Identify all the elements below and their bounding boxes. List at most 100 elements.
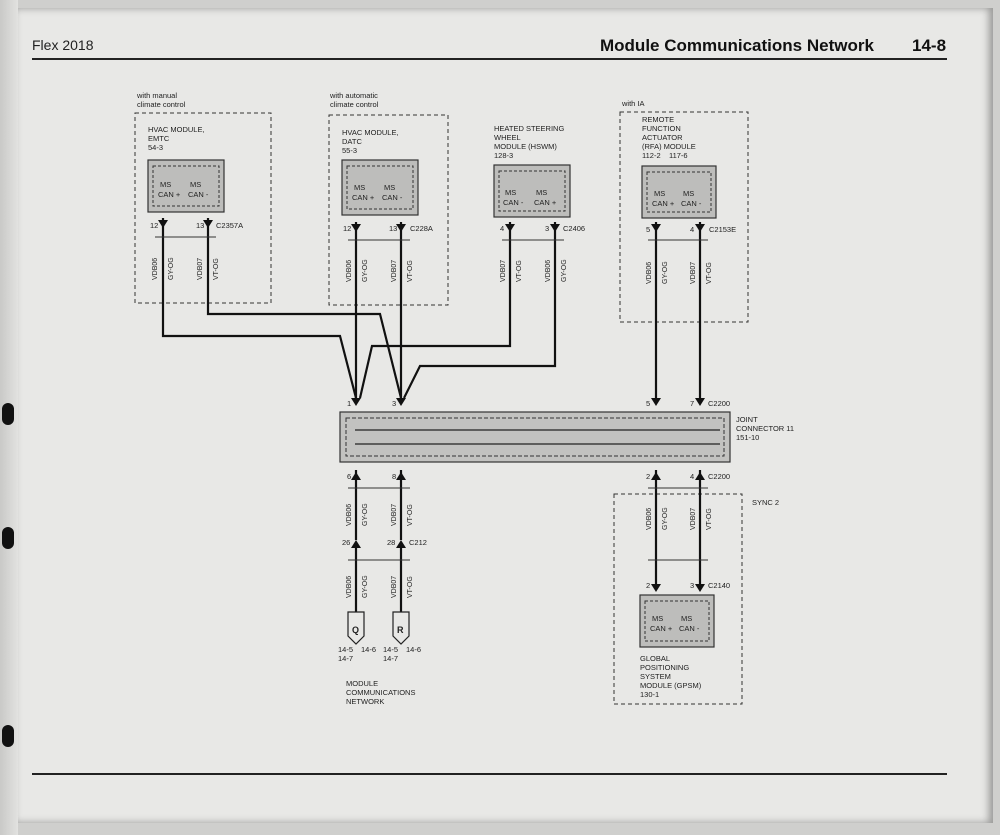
- wire-label: VDB06: [346, 576, 353, 598]
- rfa-module-box: [641, 165, 717, 219]
- vehicle-model: Flex 2018: [32, 37, 94, 53]
- ref-r-label: R: [397, 625, 404, 635]
- wire-label: VT-OG: [407, 260, 414, 282]
- emtc-connector-id: C2357A: [216, 221, 243, 230]
- wire-label: VDB06: [646, 508, 653, 530]
- binding-hole: [2, 403, 14, 425]
- q-page-ref: 14-6: [361, 645, 376, 654]
- rfa-connector-id: C2153E: [709, 225, 736, 234]
- pin-arrow-icon: [396, 472, 406, 480]
- wire-hswm-canminus: [358, 222, 512, 399]
- datc-connector-id: C228A: [410, 224, 433, 233]
- wire-label: GY-OG: [168, 257, 175, 280]
- hswm-name-1: HEATED STEERING: [494, 124, 564, 133]
- caption-line-1: MODULE: [346, 679, 378, 688]
- wire-label: VDB07: [197, 258, 204, 280]
- datc-option-box: [328, 114, 449, 306]
- wire-label: GY-OG: [561, 259, 568, 282]
- wire-label: GY-OG: [362, 503, 369, 526]
- emtc-name-3: 54-3: [148, 143, 163, 152]
- binding-hole: [2, 527, 14, 549]
- pin-arrow-icon: [351, 398, 361, 406]
- rfa-name-3: ACTUATOR: [642, 133, 683, 142]
- joint-bottom-connector-id: C2200: [708, 472, 730, 481]
- hswm-pin-number: 3: [545, 224, 549, 233]
- r-page-ref: 14-6: [406, 645, 421, 654]
- datc-name-1: HVAC MODULE,: [342, 128, 399, 137]
- gpsm-pin-number: 3: [690, 581, 694, 590]
- pin-arrow-icon: [351, 540, 361, 548]
- datc-pin-label: CAN -: [382, 193, 403, 202]
- hswm-module-box: [493, 164, 571, 218]
- gpsm-pin-label: MS: [652, 614, 663, 623]
- emtc-pin-label: MS: [160, 180, 171, 189]
- ref-q-tag: [347, 611, 365, 645]
- pin-arrow-icon: [396, 540, 406, 548]
- gpsm-inner-box: [644, 600, 710, 642]
- page-number: 14-8: [912, 36, 947, 55]
- wire-label: GY-OG: [662, 507, 669, 530]
- gpsm-name-2: POSITIONING: [640, 663, 689, 672]
- wire-label: VT-OG: [706, 262, 713, 284]
- hswm-inner-box: [498, 170, 566, 212]
- sync2-condition: SYNC 2: [752, 498, 779, 507]
- joint-bottom-pin: 2: [646, 472, 650, 481]
- joint-top-pin: 1: [347, 399, 351, 408]
- section-title: Module Communications Network: [600, 36, 874, 55]
- wire-label: VDB07: [391, 260, 398, 282]
- hswm-pin-label: MS: [536, 188, 547, 197]
- wire-label: VT-OG: [516, 260, 523, 282]
- wire-label: VT-OG: [706, 508, 713, 530]
- rfa-name-4: (RFA) MODULE: [642, 142, 696, 151]
- joint-name-2: CONNECTOR 11: [736, 424, 794, 433]
- rfa-pin-label: MS: [654, 189, 665, 198]
- pin-arrow-icon: [351, 472, 361, 480]
- emtc-pin-number: 13: [196, 221, 204, 230]
- hswm-pin-label: MS: [505, 188, 516, 197]
- pin-arrow-icon: [550, 224, 560, 232]
- joint-bottom-pin: 6: [347, 472, 351, 481]
- rfa-option-box: [619, 111, 749, 323]
- joint-connector-inner: [345, 417, 725, 457]
- rfa-pin-label: MS: [683, 189, 694, 198]
- joint-connector-body: [339, 411, 731, 463]
- emtc-pin-label: MS: [190, 180, 201, 189]
- wire-label: VDB06: [346, 260, 353, 282]
- joint-bottom-pin: 8: [392, 472, 396, 481]
- gpsm-name-1: GLOBAL: [640, 654, 670, 663]
- c212-pin-number: 26: [342, 538, 350, 547]
- wire-label: VT-OG: [407, 576, 414, 598]
- wire-label: VDB06: [152, 258, 159, 280]
- gpsm-name-5: 130-1: [640, 690, 659, 699]
- joint-top-pin: 3: [392, 399, 396, 408]
- pin-arrow-icon: [203, 220, 213, 228]
- q-page-ref: 14-5: [338, 645, 353, 654]
- c212-pin-number: 28: [387, 538, 395, 547]
- wire-label: VDB07: [391, 576, 398, 598]
- pin-arrow-icon: [695, 224, 705, 232]
- datc-pin-label: MS: [384, 183, 395, 192]
- pin-arrow-icon: [651, 398, 661, 406]
- hswm-name-3: MODULE (HSWM): [494, 142, 557, 151]
- datc-module-box: [341, 159, 419, 216]
- rfa-pin-label: CAN -: [681, 199, 702, 208]
- datc-pin-label: CAN +: [352, 193, 375, 202]
- gpsm-pin-label: CAN +: [650, 624, 673, 633]
- hswm-name-4: 128-3: [494, 151, 513, 160]
- datc-pin-label: MS: [354, 183, 365, 192]
- wire-label: VDB07: [690, 262, 697, 284]
- datc-inner-box: [346, 165, 414, 210]
- pin-arrow-icon: [396, 398, 406, 406]
- gpsm-pin-label: MS: [681, 614, 692, 623]
- rfa-pin-number: 5: [646, 225, 650, 234]
- wire-label: GY-OG: [362, 259, 369, 282]
- emtc-name-2: EMTC: [148, 134, 170, 143]
- pin-arrow-icon: [695, 398, 705, 406]
- hswm-pin-label: CAN +: [534, 198, 557, 207]
- wire-label: VT-OG: [213, 258, 220, 280]
- gpsm-pin-label: CAN -: [679, 624, 700, 633]
- joint-top-connector-id: C2200: [708, 399, 730, 408]
- joint-top-pin: 5: [646, 399, 650, 408]
- wire-label: VDB07: [690, 508, 697, 530]
- pin-arrow-icon: [505, 224, 515, 232]
